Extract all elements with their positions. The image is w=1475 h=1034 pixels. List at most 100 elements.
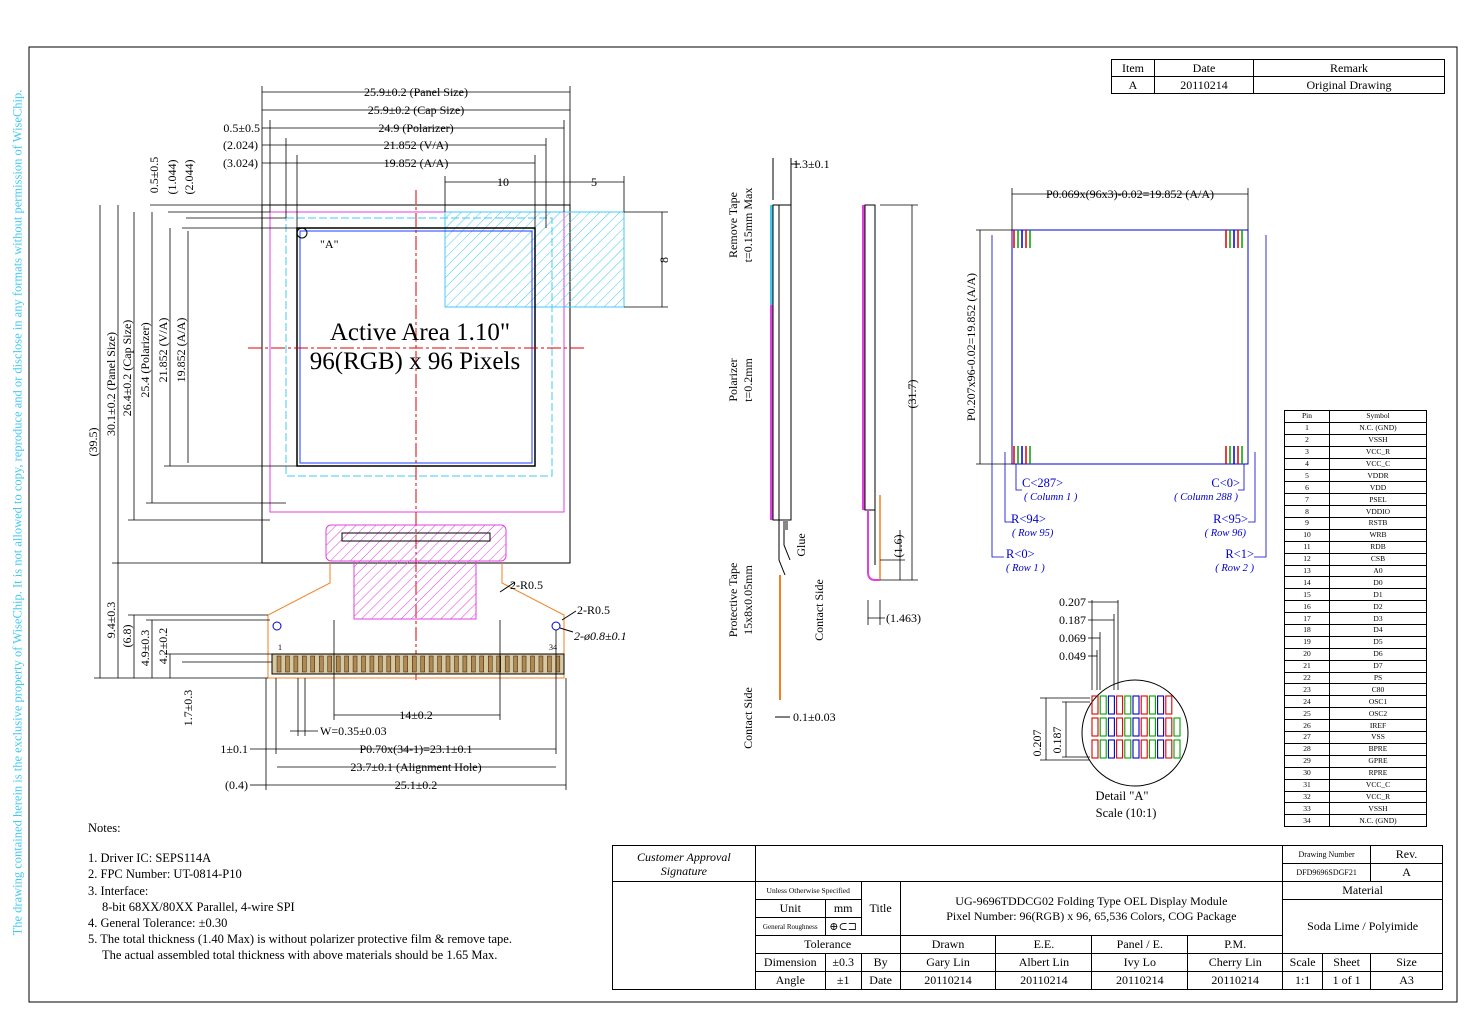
by-label: By: [860, 953, 901, 972]
pin-number: 9: [1284, 517, 1330, 530]
detail-a-marker-label: "A": [320, 237, 339, 251]
dim-v-1-044: (1.044): [165, 160, 179, 195]
pin-symbol: VDDIO: [1329, 505, 1427, 519]
pin-symbol: RSTB: [1329, 517, 1427, 530]
dim-v-2-044: (2.044): [182, 160, 196, 195]
pin-symbol: VCC_C: [1329, 778, 1427, 792]
pin-symbol: D0: [1329, 576, 1427, 590]
detail-dim-0-187: 0.187: [1059, 613, 1086, 627]
detail-a-scale: Scale (10:1): [1096, 806, 1157, 820]
dim-aa-height: 19.852 (A/A): [174, 318, 188, 383]
dim-fpc-4-2: 4.2±0.2: [156, 628, 170, 665]
hole-label: 2-ø0.8±0.1: [574, 629, 627, 643]
symbol-header: Symbol: [1329, 410, 1427, 423]
detail-dim-0-069: 0.069: [1059, 631, 1086, 645]
pin-number: 5: [1284, 469, 1330, 483]
pin-number: 14: [1284, 576, 1330, 590]
pin-symbol: VDDR: [1329, 469, 1427, 483]
dimension-tolerance: ±0.3: [824, 953, 862, 972]
side-height: (31.7): [905, 380, 919, 409]
pin-number: 10: [1284, 528, 1330, 542]
remove-tape-label: Remove Tape: [726, 192, 740, 258]
scale-value: 1:1: [1282, 971, 1324, 990]
angle-tolerance: ±1: [824, 971, 862, 990]
ee-by: Albert Lin: [995, 953, 1093, 972]
active-area-title: Active Area 1.10": [330, 319, 510, 346]
rev-value: A: [1370, 863, 1443, 882]
note-5-detail: The actual assembled total thickness wit…: [102, 948, 498, 963]
revision-date: 20110214: [1154, 76, 1254, 94]
date-label: Date: [860, 971, 901, 990]
active-area-pixels: 96(RGB) x 96 Pixels: [310, 348, 520, 375]
dim-pin-width: W=0.35±0.03: [320, 724, 387, 738]
r94-label: R<94>: [1011, 512, 1046, 526]
roughness-icon: ⊕⊂⊐: [829, 921, 858, 933]
notes-section: Notes: 1. Driver IC: SEPS114A 2. FPC Num…: [88, 820, 512, 964]
pin-number: 8: [1284, 505, 1330, 519]
unit-value: mm: [824, 899, 862, 918]
dim-0-4: (0.4): [225, 778, 248, 792]
pin-symbol: WRB: [1329, 528, 1427, 542]
pin-number: 2: [1284, 433, 1330, 447]
pin-number: 17: [1284, 612, 1330, 626]
dim-fpc-1-7: 1.7±0.3: [181, 690, 195, 727]
dim-5: 5: [591, 175, 597, 189]
drawing-frame: [28, 46, 1458, 1003]
r95-label: R<95>: [1213, 512, 1248, 526]
contact-side-label-1: Contact Side: [812, 579, 826, 641]
detail-dim-0-049: 0.049: [1059, 649, 1086, 663]
dimension-label: Dimension: [754, 953, 826, 972]
note-2: 2. FPC Number: UT-0814-P10: [88, 867, 242, 882]
revision-header-date: Date: [1154, 59, 1254, 77]
row96-label: ( Row 96): [1205, 528, 1247, 539]
pin-number: 1: [1284, 421, 1330, 435]
dim-alignment-hole: 23.7±0.1 (Alignment Hole): [350, 760, 481, 774]
note-4: 4. General Tolerance: ±0.30: [88, 916, 228, 931]
pin-symbol: D2: [1329, 600, 1427, 614]
dim-aa-width: 19.852 (A/A): [384, 156, 449, 170]
fpc-stiffener: [353, 560, 477, 620]
pin-symbol: RDB: [1329, 540, 1427, 554]
pin-number: 34: [1284, 814, 1330, 828]
protective-tape-size: 15x8x0.05mm: [741, 565, 755, 635]
scale-label: Scale: [1282, 953, 1324, 972]
pin-symbol: D7: [1329, 659, 1427, 673]
column288-label: ( Column 288 ): [1174, 492, 1238, 503]
polarizer-outline: [285, 217, 553, 477]
pin-symbol: OSC1: [1329, 695, 1427, 709]
pin-symbol: GPRE: [1329, 754, 1427, 768]
ee-label: E.E.: [995, 935, 1093, 954]
revision-row: A 20110214 Original Drawing: [1111, 76, 1445, 94]
pin-number: 33: [1284, 802, 1330, 816]
pin-number: 6: [1284, 481, 1330, 495]
dim-panel-width: 25.9±0.2 (Panel Size): [364, 85, 468, 99]
fpc-contact-strip: [271, 653, 565, 675]
title-label: Title: [860, 881, 901, 936]
ee-date: 20110214: [995, 971, 1093, 990]
pin-number: 29: [1284, 754, 1330, 768]
pin-number: 11: [1284, 540, 1330, 554]
ic-chip-inner: [341, 532, 491, 542]
c0-label: C<0>: [1211, 476, 1240, 490]
drawn-by: Gary Lin: [899, 953, 997, 972]
note-5: 5. The total thickness (1.40 Max) is wit…: [88, 932, 512, 947]
pixel-map-view: P0.069x(96x3)-0.02=19.852 (A/A) P0.207x9…: [964, 187, 1267, 574]
pin-symbol: A0: [1329, 564, 1427, 578]
pin-symbol: VCC_R: [1329, 445, 1427, 459]
row1-label: ( Row 1 ): [1006, 563, 1045, 574]
size-label: Size: [1370, 953, 1443, 972]
dim-fpc-6-8: (6.8): [120, 625, 134, 648]
